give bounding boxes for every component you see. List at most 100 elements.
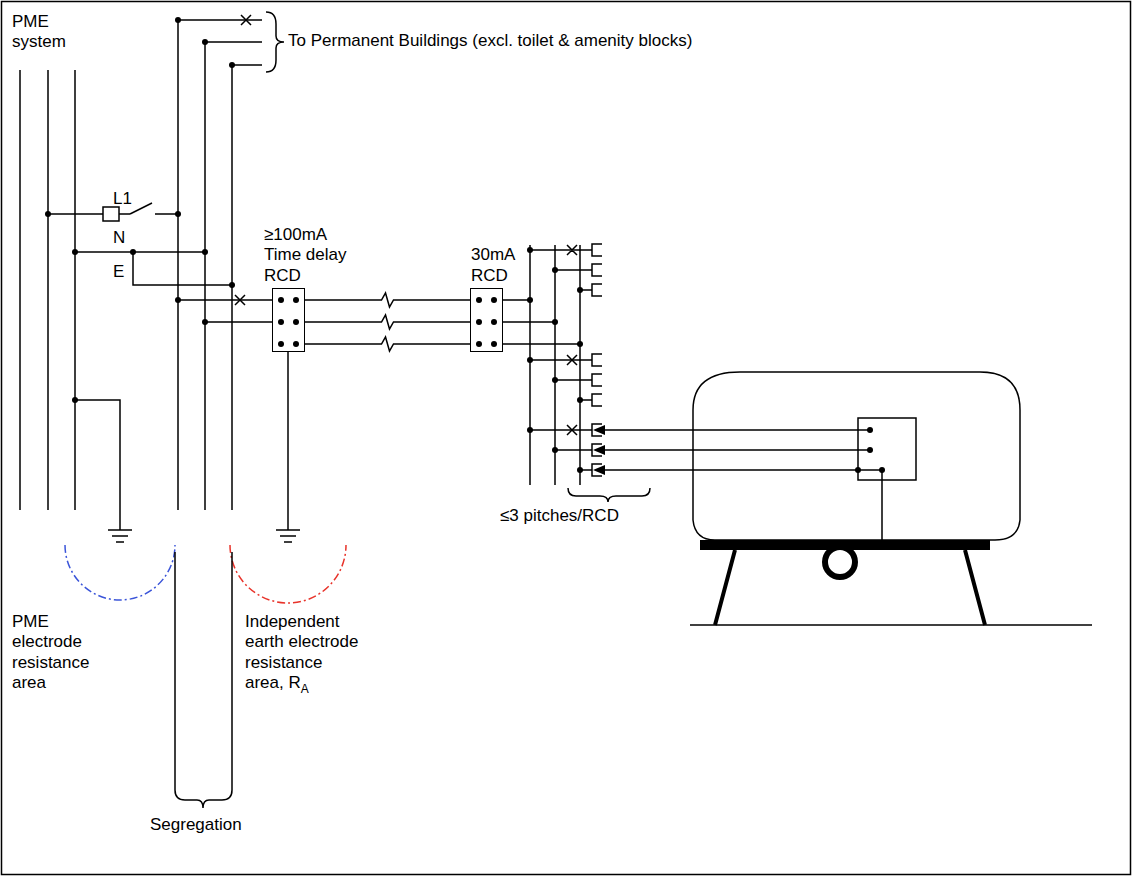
- system-heading: PME system: [12, 12, 66, 51]
- caravan-body: [693, 372, 1020, 540]
- junction-dot: [202, 319, 208, 325]
- junction-dot: [552, 377, 558, 383]
- supply-conductor: [20, 70, 75, 510]
- conductor-name: N: [113, 228, 125, 247]
- junction-dot: [202, 249, 208, 255]
- feed-note: To Permanent Buildings (excl. toilet & a…: [288, 31, 692, 50]
- terminal-dot: [278, 319, 284, 325]
- label-holder: Independent earth electrode resistance a…: [245, 612, 365, 694]
- earth-symbol: [108, 530, 132, 542]
- rcd-box: ≥100mA Time delay RCD: [272, 288, 305, 352]
- junction-dot: [552, 267, 558, 273]
- label-holder: PME system: [12, 12, 82, 53]
- junction-dot: [577, 467, 583, 473]
- pitch-busbar: [530, 245, 580, 485]
- junction-dot: [552, 319, 558, 325]
- conductor-name: L1: [113, 189, 132, 208]
- junction-dot: [130, 249, 136, 255]
- caravan-leg: [715, 550, 985, 625]
- terminal-dot: [879, 467, 885, 473]
- segregation-line: [175, 552, 232, 790]
- junction-dot: [527, 357, 533, 363]
- junction-dot: [72, 397, 78, 403]
- terminal-dot: [867, 447, 873, 453]
- breaker-symbol: [241, 15, 251, 25]
- terminal-dot: [293, 297, 299, 303]
- junction-dot: [552, 447, 558, 453]
- neutral-conductor: [75, 251, 205, 253]
- cable-conductor: [305, 337, 470, 351]
- junction-dot: [175, 297, 181, 303]
- heading-holder: 30mA RCD: [471, 245, 527, 286]
- terminal-dot: [867, 427, 873, 433]
- junction-dot: [229, 62, 235, 68]
- switch-symbol: [130, 203, 152, 214]
- junction-dot: [202, 39, 208, 45]
- terminal-dot: [476, 297, 482, 303]
- junction-dot: [229, 282, 235, 288]
- bracket-label: Segregation: [150, 815, 242, 834]
- junction-dot: [527, 247, 533, 253]
- pitch-note: ≤3 pitches/RCD: [500, 506, 619, 525]
- caravan-chassis: [700, 540, 990, 550]
- junction-dot: [175, 17, 181, 23]
- plug-arrowhead: [593, 425, 605, 475]
- earth-conductor: [133, 252, 232, 285]
- terminal-dot: [491, 297, 497, 303]
- caravan-wheel: [825, 547, 855, 577]
- rcd-output: [503, 300, 580, 344]
- terminal-dot: [278, 341, 284, 347]
- junction-dot: [577, 397, 583, 403]
- line-conductor: [48, 213, 178, 215]
- junction-dot: [577, 341, 583, 347]
- area-label: Independent earth electrode resistance a…: [245, 612, 358, 692]
- electrode-area-arc: [230, 545, 346, 603]
- label-holder: ≤3 pitches/RCD: [500, 506, 660, 526]
- cable-conductor: [305, 293, 470, 307]
- caravan-consumer-unit: [858, 418, 916, 480]
- junction-dot: [527, 297, 533, 303]
- building-feed: [178, 20, 262, 65]
- busbar-conductor: [178, 20, 232, 510]
- subscript: A: [301, 682, 309, 696]
- terminal-dot: [491, 319, 497, 325]
- label-holder: N: [113, 228, 143, 248]
- junction-dot: [45, 211, 51, 217]
- socket-feed: [530, 250, 592, 470]
- junction-dot: [72, 249, 78, 255]
- rcd-box: 30mA RCD: [470, 288, 503, 352]
- breaker-symbol: [235, 295, 245, 305]
- segregation-brace: [175, 790, 232, 808]
- terminal-dot: [491, 341, 497, 347]
- terminal-dot: [293, 341, 299, 347]
- rcd-feed: [178, 300, 272, 322]
- ground-line: [690, 624, 1092, 626]
- junction-dot: [527, 427, 533, 433]
- earth-symbol: [276, 530, 300, 542]
- electrode-area-arc: [65, 545, 175, 600]
- label-holder: E: [113, 262, 143, 282]
- pitch-brace: [568, 488, 650, 502]
- cable-conductor: [305, 315, 470, 329]
- heading-holder: ≥100mA Time delay RCD: [264, 225, 352, 286]
- conductor-name: E: [113, 262, 124, 281]
- terminal-dot: [476, 341, 482, 347]
- fuse-symbol: [103, 207, 119, 221]
- terminal-dot: [278, 297, 284, 303]
- terminal-dot: [476, 319, 482, 325]
- earth-lead: [75, 400, 120, 530]
- label-holder: Segregation: [150, 815, 270, 835]
- group-brace: [266, 12, 284, 72]
- label-holder: PME electrode resistance area: [12, 612, 104, 694]
- area-label: PME electrode resistance area: [12, 612, 89, 692]
- earth-lead: [287, 352, 289, 530]
- breaker-symbol: [567, 245, 577, 435]
- terminal-dot: [855, 467, 861, 473]
- rcd-rating: ≥100mA Time delay RCD: [264, 225, 347, 285]
- label-holder: To Permanent Buildings (excl. toilet & a…: [288, 31, 808, 51]
